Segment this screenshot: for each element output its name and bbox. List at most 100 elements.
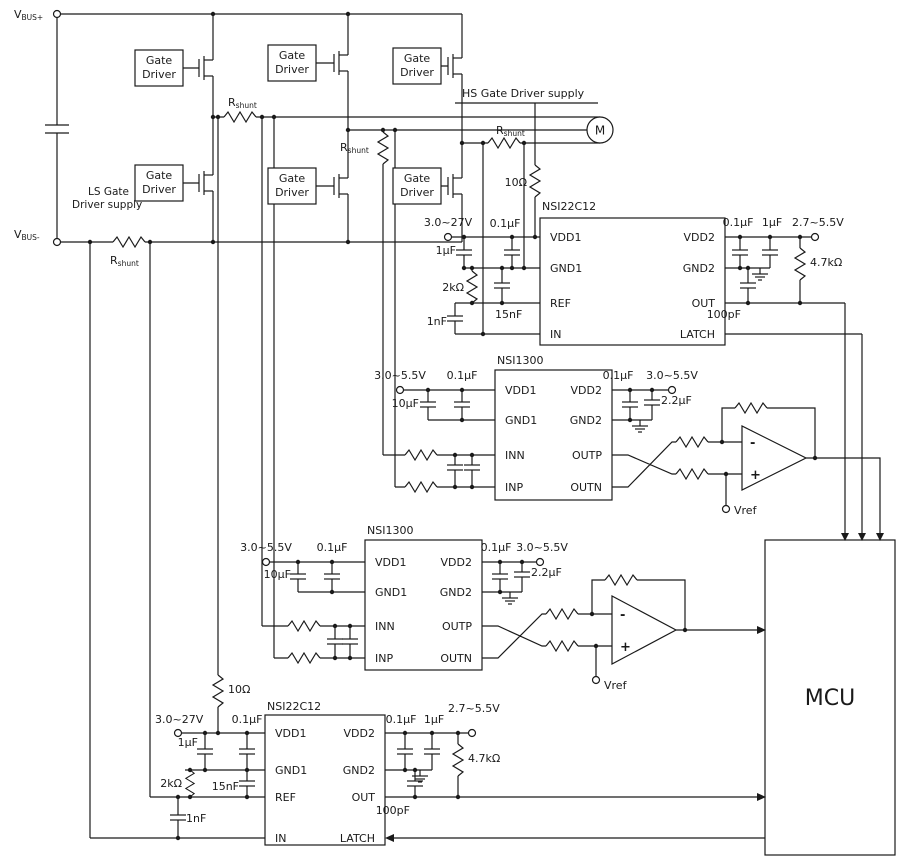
resistor-phase-a-shunt — [223, 111, 257, 123]
resistor-2k-bottom — [185, 769, 195, 798]
cap-01uf-top-left — [503, 249, 521, 256]
gate-driver-label: Gate — [279, 172, 306, 185]
pin-gnd2: GND2 — [440, 586, 472, 599]
pin-latch: LATCH — [680, 328, 715, 341]
supply-55v-label: 3.0~5.5V — [374, 369, 426, 382]
cap-1nf-bottom — [169, 814, 187, 821]
resistor-inp-top — [404, 481, 438, 493]
cap-15nf-top — [493, 282, 511, 289]
resistor-opamp2-plus — [545, 640, 579, 652]
resistor-4k7-bottom — [452, 743, 464, 777]
pin-inn: INN — [505, 449, 525, 462]
pin-gnd1: GND1 — [375, 586, 407, 599]
text-labels: VBUS+ VBUS- Rshunt Rshunt Rshunt Rshunt … — [14, 8, 844, 825]
signal-arrows — [385, 533, 884, 842]
resistor-inn-top — [404, 449, 438, 461]
cap-01uf-label: 0.1μF — [490, 217, 521, 230]
res-2k-label: 2kΩ — [160, 777, 182, 790]
pin-vdd1: VDD1 — [375, 556, 406, 569]
pin-gnd1: GND1 — [275, 764, 307, 777]
gate-driver-hs2: Gate Driver — [267, 44, 317, 82]
mosfet-ls1 — [198, 170, 214, 196]
ic-name: NSI1300 — [497, 354, 543, 367]
mosfet-hs1 — [198, 55, 214, 81]
resistor-10ohm-top — [529, 164, 541, 198]
cap-1uf-label: 1μF — [424, 713, 444, 726]
opamp-plus-input: + — [750, 468, 761, 483]
resistor-phase-b-shunt — [377, 131, 389, 165]
terminal-55v-n13top-left — [395, 385, 405, 395]
pin-inp: INP — [375, 652, 393, 665]
resistor-2k-top — [466, 270, 478, 304]
terminal-55v-n13top-right — [667, 385, 677, 395]
gate-driver-label: Gate — [279, 49, 306, 62]
gate-driver-label: Driver — [275, 186, 309, 199]
cap-1uf-top-right — [761, 249, 779, 256]
rshunt-phase-c-label: Rshunt — [496, 124, 525, 138]
resistor-inn-mid — [287, 620, 321, 632]
cap-15nf-label: 15nF — [495, 308, 522, 321]
cap-01uf-n13top-left — [453, 401, 471, 408]
cap-10uf-label: 10μF — [392, 397, 419, 410]
rshunt-phase-b-label: Rshunt — [340, 141, 369, 155]
cap-01uf-label: 0.1μF — [723, 216, 754, 229]
gate-driver-ls3: Gate Driver — [392, 167, 442, 205]
cap-01uf-label: 0.1μF — [386, 713, 417, 726]
cap-22uf-n13mid — [513, 571, 531, 578]
pin-vdd2: VDD2 — [684, 231, 715, 244]
cap-01uf-label: 0.1μF — [447, 369, 478, 382]
terminal-55v-bottom-right — [467, 728, 477, 738]
supply-55v-label: 3.0~5.5V — [646, 369, 698, 382]
cap-diff1-n13mid — [326, 638, 344, 645]
supply-55v-label: 3.0~5.5V — [240, 541, 292, 554]
ground-icon — [631, 419, 649, 433]
cap-1uf-bottom-left — [196, 748, 214, 755]
vbus-plus-label: VBUS+ — [14, 8, 43, 22]
resistor-phase-c-shunt — [487, 137, 521, 149]
mcu-label: MCU — [805, 686, 855, 711]
res-4k7-label: 4.7kΩ — [468, 752, 500, 765]
pin-gnd2: GND2 — [343, 764, 375, 777]
pin-gnd1: GND1 — [550, 262, 582, 275]
gate-drivers: Gate Driver Gate Driver Gate Driver Gate… — [134, 44, 442, 205]
cap-1uf-label: 1μF — [762, 216, 782, 229]
cap-100pf-label: 100pF — [707, 308, 741, 321]
supply-55v-label: 3.0~5.5V — [516, 541, 568, 554]
arrow-amp1-to-mcu-icon — [876, 533, 884, 541]
terminal-55v-n13mid-left — [261, 557, 271, 567]
supply-27v-label: 3.0~27V — [424, 216, 473, 229]
cap-01uf-label: 0.1μF — [317, 541, 348, 554]
cap-1uf-label: 1μF — [436, 244, 456, 257]
pin-ref: REF — [275, 791, 296, 804]
rshunt-bus-label: Rshunt — [110, 254, 139, 268]
cap-1nf-label: 1nF — [186, 812, 206, 825]
terminal-55v-top-right — [810, 232, 820, 242]
cap-01uf-label: 0.1μF — [481, 541, 512, 554]
cap-1uf-label: 1μF — [178, 736, 198, 749]
pin-outp: OUTP — [572, 449, 602, 462]
terminal-27v-top — [443, 232, 453, 242]
res-10ohm-label: 10Ω — [228, 683, 250, 696]
ic-nsi22c12-top: NSI22C12 VDD1 GND1 REF IN VDD2 GND2 OUT … — [539, 200, 726, 346]
arrow-amp2-to-mcu-icon — [757, 626, 766, 634]
cap-01uf-label: 0.1μF — [603, 369, 634, 382]
opamp-plus-input: + — [620, 640, 631, 655]
vbus-minus-label: VBUS- — [14, 228, 40, 242]
cap-diff1-n13top — [446, 464, 464, 471]
cap-22uf-label: 2.2μF — [661, 394, 692, 407]
ic-nsi22c12-bottom: NSI22C12 VDD1 GND1 REF IN VDD2 GND2 OUT … — [264, 700, 386, 846]
cap-15nf-bottom — [238, 780, 256, 787]
motor-label: M — [595, 124, 605, 138]
gate-driver-label: Gate — [146, 54, 173, 67]
cap-22uf-label: 2.2μF — [531, 566, 562, 579]
res-4k7-label: 4.7kΩ — [810, 256, 842, 269]
ground-icon — [501, 591, 519, 605]
vref-label: Vref — [734, 504, 758, 517]
pin-latch: LATCH — [340, 832, 375, 845]
pin-ref: REF — [550, 297, 571, 310]
gate-driver-label: Driver — [275, 63, 309, 76]
cap-10uf-n13top — [419, 401, 437, 408]
arrow-mcu-to-latch-icon — [385, 834, 394, 842]
resistor-opamp2-minus — [545, 608, 579, 620]
cap-1uf-top-left — [455, 249, 473, 256]
